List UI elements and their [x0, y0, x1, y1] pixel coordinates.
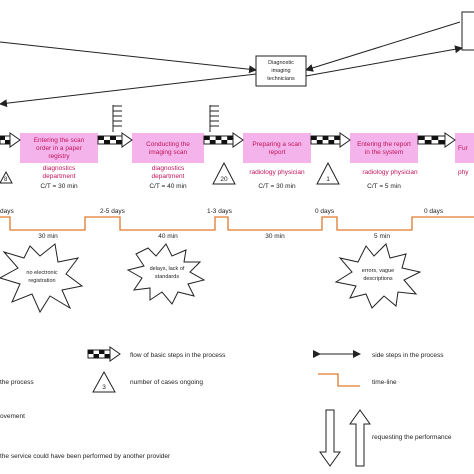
- flow-arrow: [203, 132, 244, 148]
- step-4-role-1: radiology physician: [362, 169, 418, 176]
- wait-label-2: 2-5 days: [100, 208, 126, 215]
- technicians-box: Diagnostic imaging technicians: [255, 55, 307, 87]
- step-3-ct: C/T = 30 min: [258, 183, 296, 190]
- inventory-triangle-3: 20: [212, 161, 236, 185]
- ongoing-count-1: 8: [4, 177, 8, 183]
- flow-arrow: [310, 132, 351, 148]
- data-stack-1: [112, 105, 122, 132]
- side-step-line-right-lower: [305, 45, 463, 77]
- ongoing-count-4: 1: [326, 176, 330, 183]
- legend-requesting-label: requesting the performance: [372, 434, 452, 441]
- process-time-1: 30 min: [38, 233, 58, 240]
- problem-burst-3: errors, vague descriptions: [334, 243, 422, 309]
- step-3-role-1: radiology physician: [249, 169, 305, 176]
- data-stack-2: [209, 105, 219, 132]
- process-step-4: Entering the report in the system radiol…: [350, 133, 418, 190]
- inventory-triangle-1: 8: [0, 170, 13, 184]
- step-3-title-2: report: [269, 149, 286, 156]
- step-4-title-1: Entering the report: [357, 141, 411, 148]
- step-1-role-2: department: [43, 173, 76, 180]
- process-step-3: Preparing a scan report radiology physic…: [243, 133, 311, 190]
- technicians-label-1: Diagnostic: [268, 60, 294, 66]
- wait-label-4: 0 days: [315, 208, 335, 215]
- process-time-2: 40 min: [158, 233, 178, 240]
- process-step-2: Conducting the imaging scan diagnostics …: [132, 133, 204, 190]
- technicians-label-3: technicians: [267, 76, 295, 82]
- top-right-box: [461, 11, 474, 51]
- burst-3-line-1: errors, vague: [362, 268, 394, 274]
- legend-cases-label: number of cases ongoing: [130, 379, 203, 386]
- technicians-label-2: imaging: [271, 68, 290, 74]
- step-1-title-2: order in a paper: [36, 145, 83, 152]
- step-5-title-1: Fur: [458, 145, 469, 152]
- burst-2-line-1: delays, lack of: [150, 266, 185, 272]
- step-1-title-3: registry: [48, 153, 70, 160]
- ongoing-count-3: 20: [220, 176, 228, 183]
- step-1-ct: C/T = 30 min: [40, 183, 78, 190]
- inventory-triangle-4: 1: [316, 161, 340, 185]
- time-line: [0, 216, 474, 231]
- burst-1-line-1: no electronic: [26, 270, 57, 276]
- step-2-title-1: Conducting the: [146, 141, 190, 148]
- legend-flow-arrow: [87, 346, 121, 362]
- side-step-line-right: [305, 21, 461, 72]
- process-step-5: Fur phy: [455, 133, 474, 176]
- process-step-1: Entering the scan order in a paper regis…: [20, 133, 98, 190]
- legend-the-process: the process: [0, 379, 34, 386]
- legend-requesting-arrows: [319, 409, 371, 467]
- burst-3-line-2: descriptions: [363, 276, 393, 282]
- problem-burst-1: no electronic registration: [0, 243, 84, 314]
- step-1-role-1: diagnostics: [43, 165, 76, 172]
- legend: flow of basic steps in the process side …: [0, 346, 452, 467]
- step-4-title-2: in the system: [365, 149, 403, 156]
- burst-2-line-2: standards: [155, 274, 179, 280]
- step-1-title-1: Entering the scan: [34, 137, 85, 144]
- flow-arrow: [417, 132, 456, 148]
- legend-provider-label: the service could have been performed by…: [0, 453, 171, 460]
- wait-label-1: days: [0, 208, 14, 215]
- wait-label-5: 0 days: [424, 208, 444, 215]
- process-time-4: 5 min: [374, 233, 390, 240]
- step-3-title-1: Preparing a scan: [252, 141, 302, 148]
- legend-side-label: side steps in the process: [372, 352, 444, 359]
- legend-movement: ovement: [0, 413, 25, 420]
- legend-timeline-label: time-line: [372, 379, 397, 386]
- step-2-ct: C/T = 40 min: [149, 183, 187, 190]
- burst-1-line-2: registration: [28, 278, 55, 284]
- wait-label-3: 1-3 days: [207, 208, 233, 215]
- problem-burst-2: delays, lack of standards: [126, 243, 206, 305]
- flow-arrow: [97, 132, 133, 148]
- step-2-title-2: imaging scan: [149, 149, 188, 156]
- flow-arrow: [0, 132, 21, 148]
- process-time-3: 30 min: [265, 233, 285, 240]
- legend-cases-number: 3: [102, 384, 106, 391]
- step-5-role-1: phy: [458, 169, 469, 176]
- legend-triangle: 3: [92, 370, 116, 393]
- side-step-line-left-lower: [0, 73, 257, 108]
- step-4-ct: C/T = 5 min: [367, 183, 401, 190]
- legend-timeline: [318, 373, 360, 387]
- step-2-role-2: department: [152, 173, 185, 180]
- side-step-line-left: [0, 41, 257, 74]
- step-2-role-1: diagnostics: [152, 165, 185, 172]
- legend-flow-label: flow of basic steps in the process: [130, 352, 226, 359]
